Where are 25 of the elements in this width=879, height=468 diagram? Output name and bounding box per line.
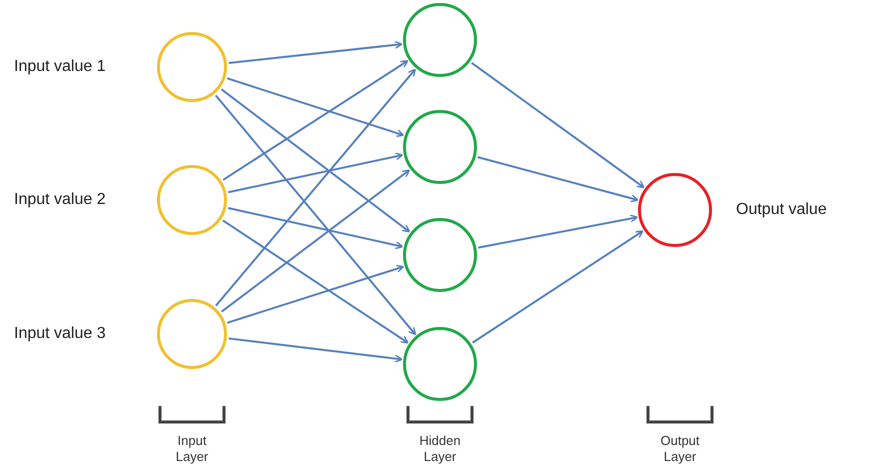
arrow (228, 207, 404, 250)
arrow (472, 230, 644, 344)
arrow (220, 88, 410, 233)
arrow (222, 220, 409, 344)
arrow (477, 156, 639, 202)
layer-label: Hidden Layer (418, 433, 462, 465)
layer-label: Input Layer (174, 433, 210, 465)
arrow (471, 62, 645, 188)
arrow (226, 77, 404, 138)
neuron-circle (403, 327, 477, 401)
node-label: Input value 1 (14, 57, 106, 77)
neuron-circle (403, 3, 477, 77)
node-label: Output value (736, 200, 827, 220)
arrow (228, 337, 403, 363)
arrow (215, 68, 416, 306)
arrow (478, 214, 638, 249)
node-label: Input value 3 (14, 324, 106, 344)
arrow (214, 94, 416, 336)
arrow (228, 40, 403, 64)
arrow (226, 264, 404, 324)
layer-label: Output Layer (659, 433, 701, 465)
node-label: Input value 2 (14, 190, 106, 210)
arrow (228, 152, 404, 194)
arrow (220, 169, 410, 313)
arrow (222, 60, 409, 181)
